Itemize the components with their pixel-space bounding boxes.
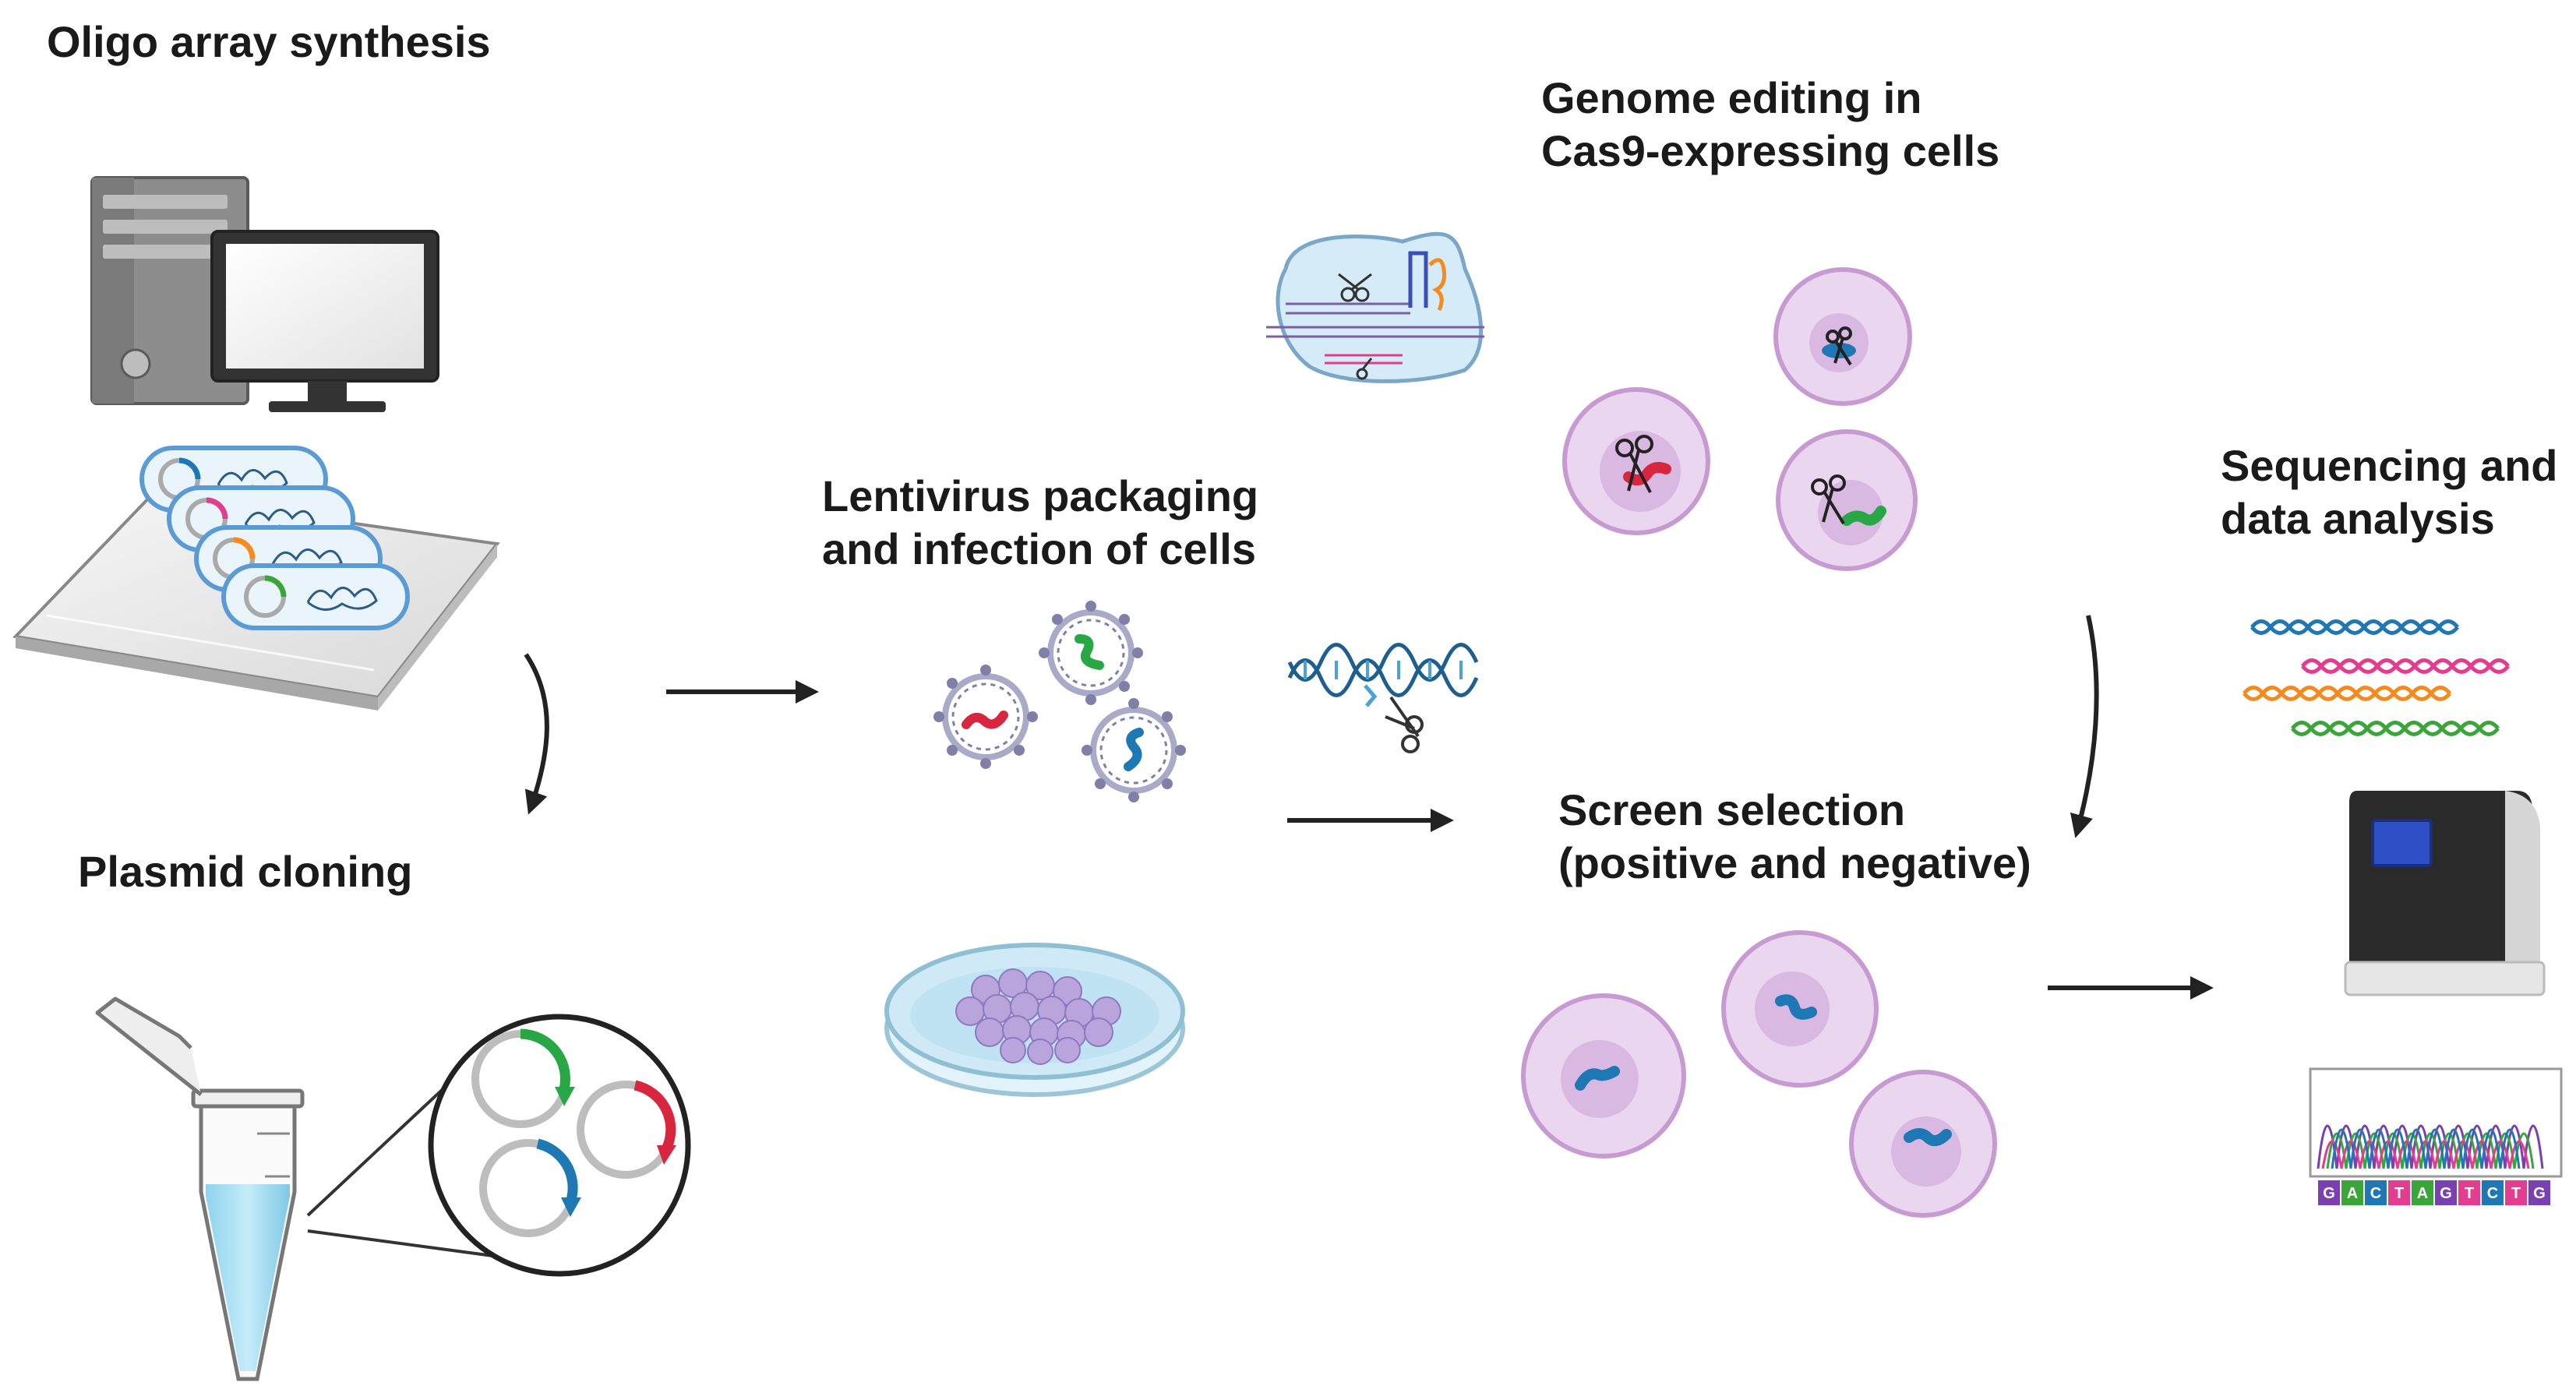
oligo-capsule-4	[221, 563, 410, 630]
computer-tower-icon	[90, 176, 249, 405]
plasmid-blue-icon	[479, 1138, 581, 1237]
scissors-icon	[1385, 696, 1424, 753]
base-letter-5: G	[2440, 1185, 2452, 1202]
genome-title-line2: Cas9-expressing cells	[1541, 126, 2000, 175]
edited-cell-blue	[1773, 267, 1912, 406]
dna-cut-icon	[1287, 643, 1479, 753]
plasmid-cloning-title: Plasmid cloning	[78, 845, 412, 898]
virus-particle-green	[1047, 609, 1134, 696]
selected-cell-1	[1521, 993, 1686, 1158]
base-call-1: A	[2341, 1180, 2363, 1205]
virus-particle-blue	[1090, 707, 1177, 794]
base-call-9: G	[2528, 1180, 2550, 1205]
base-letter-0: G	[2323, 1185, 2335, 1202]
edited-cell-red	[1562, 387, 1710, 535]
sequencer-machine-icon	[2344, 791, 2546, 996]
base-call-0: G	[2318, 1180, 2340, 1205]
base-letter-2: C	[2370, 1185, 2381, 1202]
base-call-2: C	[2365, 1180, 2387, 1205]
base-letter-6: T	[2465, 1185, 2474, 1202]
base-call-3: T	[2388, 1180, 2410, 1205]
base-call-5: G	[2435, 1180, 2457, 1205]
scissors-icon	[1826, 326, 1852, 366]
base-call-6: T	[2458, 1180, 2480, 1205]
oligo-title-text: Oligo array synthesis	[47, 17, 491, 66]
base-letter-4: A	[2417, 1185, 2428, 1202]
scissors-icon	[1811, 474, 1846, 525]
computer-monitor-icon	[210, 230, 439, 412]
base-call-7: C	[2482, 1180, 2504, 1205]
screen-title-line1: Screen selection	[1558, 785, 1906, 834]
selected-cell-3	[1849, 1070, 1997, 1218]
sequencing-title: Sequencing and data analysis	[2221, 439, 2558, 545]
base-call-4: A	[2412, 1180, 2433, 1205]
plasmid-zoom-circle	[428, 1014, 691, 1277]
base-letter-8: T	[2511, 1185, 2521, 1202]
selected-cell-2	[1721, 930, 1879, 1088]
cell-colony	[955, 968, 1121, 1065]
screen-title-line2: (positive and negative)	[1558, 838, 2031, 887]
oligo-array-synthesis-title: Oligo array synthesis	[47, 16, 491, 69]
lentivirus-title-line1: Lentivirus packaging	[822, 471, 1259, 520]
base-call-8: T	[2505, 1180, 2527, 1205]
arrow-genome-to-screen	[2070, 615, 2099, 838]
plasmid-green-icon	[471, 1028, 575, 1128]
cas9-complex-icon	[1266, 231, 1484, 383]
lentivirus-title: Lentivirus packaging and infection of ce…	[822, 470, 1258, 576]
base-letter-9: G	[2533, 1185, 2546, 1202]
dna-strands-icon	[2243, 619, 2510, 736]
plasmid-red-icon	[577, 1080, 676, 1179]
virus-particle-red	[942, 673, 1029, 760]
base-letter-3: T	[2394, 1185, 2404, 1202]
screen-selection-title: Screen selection (positive and negative)	[1558, 784, 2031, 890]
sequencing-title-line2: data analysis	[2221, 494, 2495, 543]
sequencing-title-line1: Sequencing and	[2221, 441, 2558, 490]
genome-editing-title: Genome editing in Cas9-expressing cells	[1541, 72, 1999, 178]
lentivirus-title-line2: and infection of cells	[822, 524, 1256, 573]
base-letter-1: A	[2347, 1185, 2358, 1202]
petri-dish-icon	[884, 943, 1185, 1097]
scissors-icon	[1615, 435, 1653, 493]
edited-cell-green	[1776, 429, 1918, 571]
plasmid-title-text: Plasmid cloning	[78, 847, 413, 896]
microcentrifuge-tube-icon	[95, 996, 305, 1381]
arrow-oligo-to-plasmid	[524, 653, 549, 815]
genome-title-line1: Genome editing in	[1541, 73, 1922, 122]
virus-spikes	[933, 601, 1186, 802]
base-letter-7: C	[2487, 1185, 2498, 1202]
